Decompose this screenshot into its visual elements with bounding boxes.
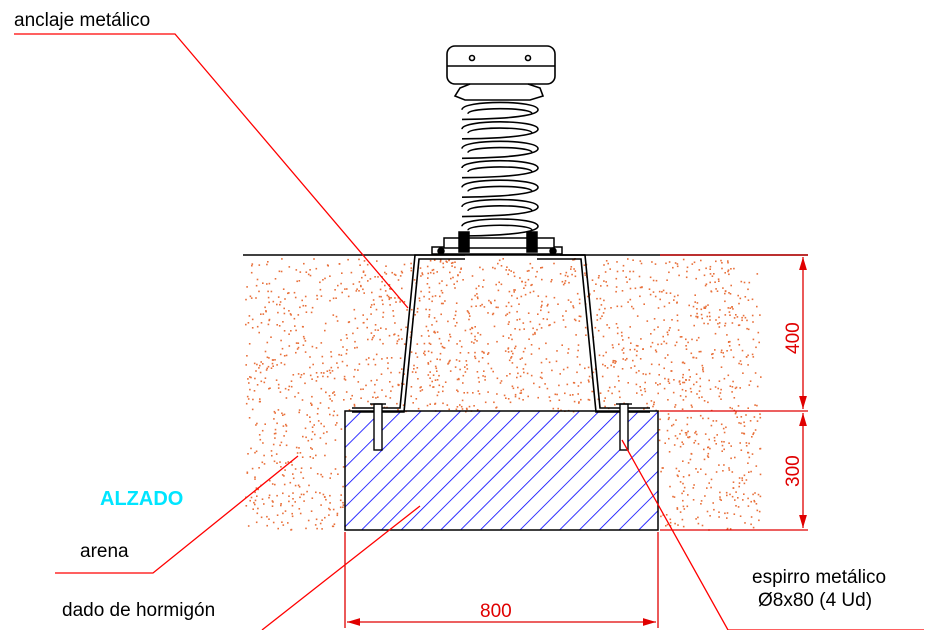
label-bolt-line2: Ø8x80 (4 Ud) — [758, 590, 872, 611]
metal-anchor — [352, 254, 650, 413]
dimension-width: 800 — [480, 601, 512, 622]
anchor-bolt-right — [616, 403, 632, 451]
dimension-top-depth: 400 — [783, 322, 804, 354]
anchor-bolt-left — [370, 403, 386, 451]
dimension-lines — [344, 254, 808, 628]
leader-sand — [55, 455, 299, 574]
label-concrete: dado de hormigón — [62, 600, 215, 621]
view-title: ALZADO — [100, 488, 183, 510]
label-bolt-line1: espirro metálico — [752, 567, 886, 588]
dimension-bottom-depth: 300 — [783, 455, 804, 487]
leader-anchor — [14, 33, 409, 309]
label-anchor: anclaje metálico — [14, 10, 150, 31]
label-sand: arena — [80, 541, 129, 562]
spring — [461, 101, 539, 237]
leader-lines — [14, 33, 924, 630]
leader-bolt — [621, 439, 924, 630]
leader-concrete — [261, 505, 421, 630]
sand-fill — [245, 258, 762, 531]
seat-top — [446, 45, 556, 101]
concrete-block — [344, 410, 659, 531]
spring-base-plate — [431, 231, 563, 255]
